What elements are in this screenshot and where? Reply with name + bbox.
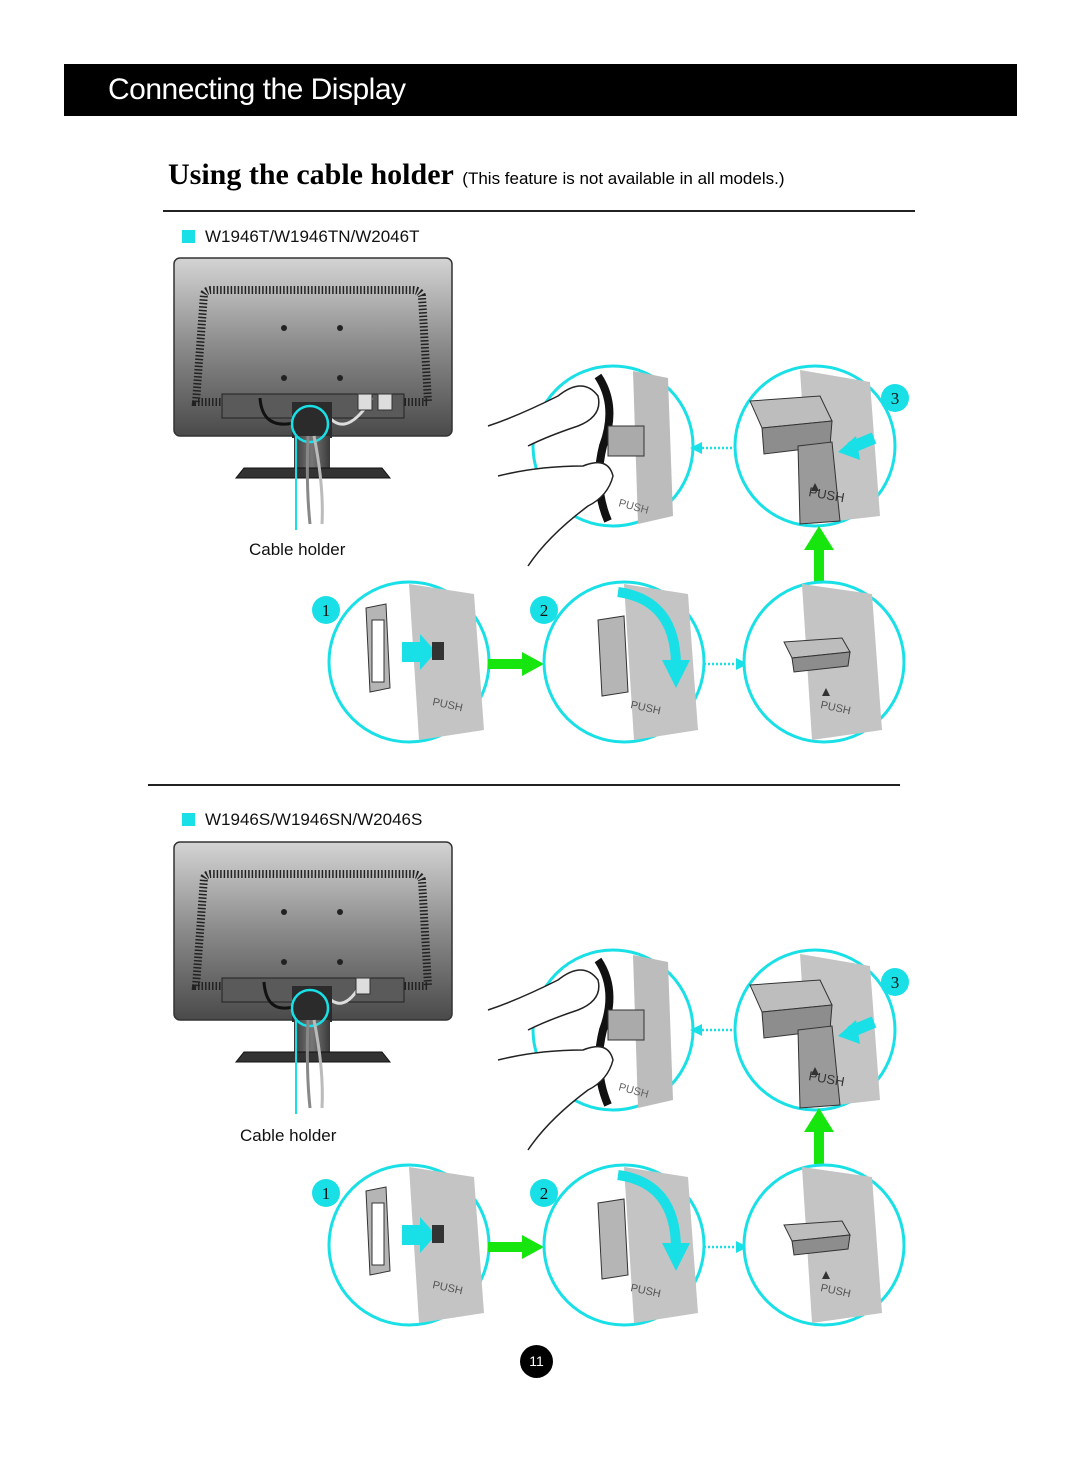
header-bar: Connecting the Display bbox=[64, 64, 1017, 116]
svg-text:2: 2 bbox=[540, 1184, 549, 1203]
page-number: 11 bbox=[520, 1345, 553, 1378]
cable-holder-label-2: Cable holder bbox=[240, 1126, 337, 1145]
divider-top bbox=[163, 210, 915, 212]
step-final-illustration-1: PUSH bbox=[742, 580, 906, 744]
arrow-up-2 bbox=[804, 1108, 834, 1164]
monitor-back-illustration-2 bbox=[173, 841, 453, 1114]
svg-text:1: 1 bbox=[322, 1184, 331, 1203]
step-1-illustration-1: PUSH 1 bbox=[312, 580, 491, 744]
divider-middle bbox=[148, 784, 900, 786]
bullet-square-icon bbox=[182, 230, 195, 243]
heading-note: (This feature is not available in all mo… bbox=[462, 169, 785, 188]
step-3-illustration-2: PUSH 3 bbox=[733, 948, 909, 1112]
hands-attach-illustration-1: PUSH bbox=[487, 364, 695, 567]
arrow-right-1 bbox=[488, 652, 544, 676]
arrow-up-1 bbox=[804, 526, 834, 582]
hands-attach-illustration-2: PUSH bbox=[487, 948, 695, 1151]
arrow-dotted-left-1 bbox=[690, 442, 736, 454]
step-2-illustration-2: PUSH 2 bbox=[530, 1163, 706, 1327]
page-title: Connecting the Display bbox=[108, 73, 406, 106]
monitor-back-illustration-1 bbox=[173, 257, 453, 530]
svg-text:2: 2 bbox=[540, 601, 549, 620]
model-label-1: W1946T/W1946TN/W2046T bbox=[182, 227, 419, 247]
bullet-square-icon bbox=[182, 813, 195, 826]
arrow-dotted-right-1 bbox=[704, 658, 748, 670]
step-1-illustration-2: PUSH 1 bbox=[312, 1163, 491, 1327]
heading-main: Using the cable holder bbox=[168, 158, 454, 191]
step-3-illustration-1: PUSH 3 bbox=[733, 364, 909, 528]
model-label-2: W1946S/W1946SN/W2046S bbox=[182, 810, 422, 830]
section-heading: Using the cable holder (This feature is … bbox=[168, 158, 785, 192]
cable-holder-label-1: Cable holder bbox=[249, 540, 346, 559]
svg-text:3: 3 bbox=[891, 389, 900, 408]
step-final-illustration-2: PUSH bbox=[742, 1163, 906, 1327]
step-2-illustration-1: PUSH 2 bbox=[530, 580, 706, 744]
svg-text:3: 3 bbox=[891, 973, 900, 992]
arrow-dotted-right-2 bbox=[704, 1241, 748, 1253]
arrow-dotted-left-2 bbox=[690, 1024, 736, 1036]
svg-text:1: 1 bbox=[322, 601, 331, 620]
arrow-right-2 bbox=[488, 1235, 544, 1259]
